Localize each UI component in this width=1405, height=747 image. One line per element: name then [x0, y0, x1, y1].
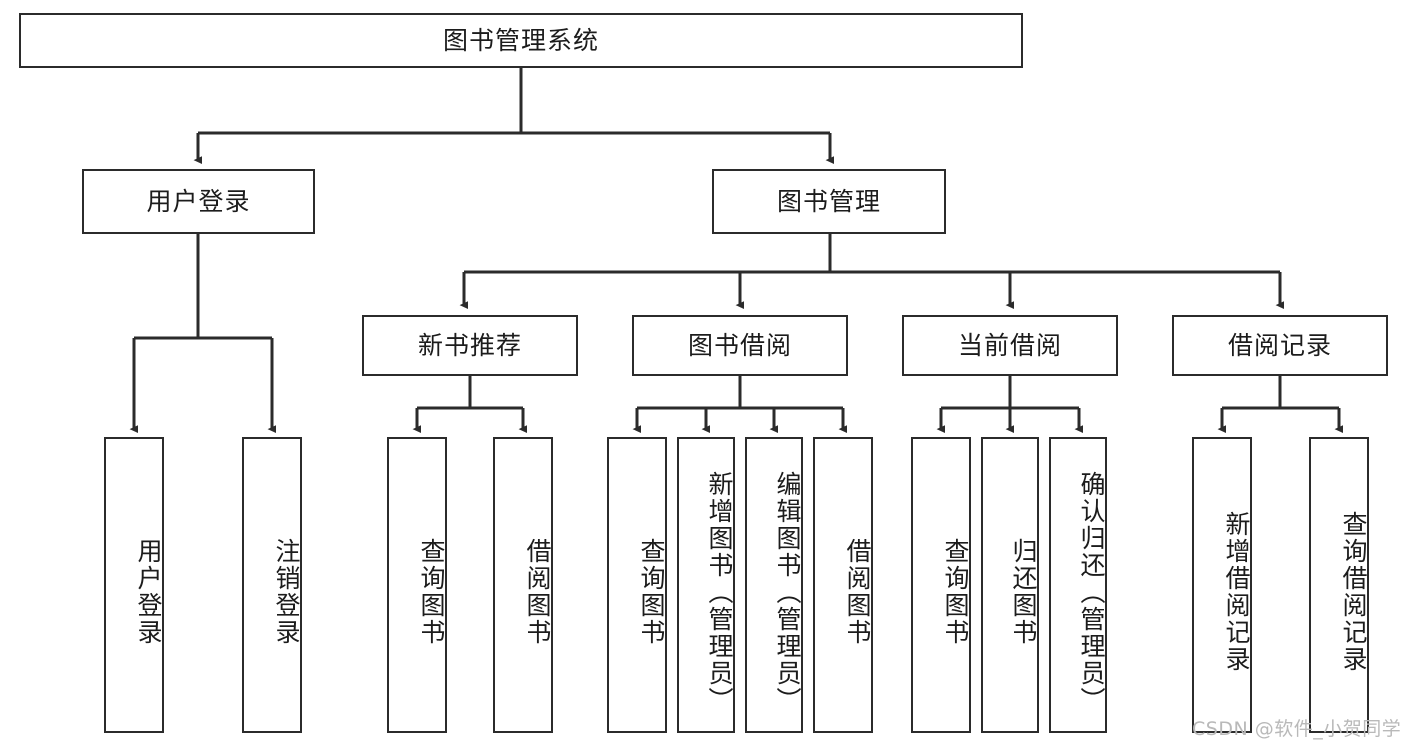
node-leaf-query-book-1-label: 查询图书 [417, 538, 446, 646]
node-leaf-edit-book-label: 编辑图书（管理员） [773, 470, 802, 714]
node-book-borrow-label: 图书借阅 [687, 330, 792, 360]
node-leaf-borrow-book-2[interactable]: 借阅图书 [813, 437, 873, 733]
node-leaf-user-login-label: 用户登录 [134, 538, 163, 646]
node-leaf-confirm-return-label: 确认归还（管理员） [1077, 470, 1106, 714]
csdn-watermark: CSDN @软件_小贺同学 [1192, 718, 1402, 740]
node-leaf-query-book-2[interactable]: 查询图书 [607, 437, 667, 733]
node-leaf-edit-book[interactable]: 编辑图书（管理员） [745, 437, 803, 733]
node-user-login[interactable]: 用户登录 [82, 169, 315, 234]
node-book-manage[interactable]: 图书管理 [712, 169, 946, 234]
node-borrow-record-label: 借阅记录 [1227, 330, 1332, 360]
node-leaf-return-book-label: 归还图书 [1009, 538, 1038, 646]
node-leaf-borrow-book-1-label: 借阅图书 [523, 538, 552, 646]
node-leaf-add-book-label: 新增图书（管理员） [705, 470, 734, 714]
node-leaf-query-book-1[interactable]: 查询图书 [387, 437, 447, 733]
node-root[interactable]: 图书管理系统 [19, 13, 1023, 68]
node-leaf-borrow-book-2-label: 借阅图书 [843, 538, 872, 646]
node-leaf-add-book[interactable]: 新增图书（管理员） [677, 437, 735, 733]
node-leaf-add-record-label: 新增借阅记录 [1222, 511, 1251, 673]
node-leaf-user-logout[interactable]: 注销登录 [242, 437, 302, 733]
node-leaf-query-book-2-label: 查询图书 [637, 538, 666, 646]
node-leaf-query-book-3-label: 查询图书 [941, 538, 970, 646]
node-book-borrow[interactable]: 图书借阅 [632, 315, 848, 376]
node-book-manage-label: 图书管理 [776, 186, 881, 216]
node-leaf-borrow-book-1[interactable]: 借阅图书 [493, 437, 553, 733]
node-leaf-add-record[interactable]: 新增借阅记录 [1192, 437, 1252, 733]
node-leaf-confirm-return[interactable]: 确认归还（管理员） [1049, 437, 1107, 733]
node-current-borrow-label: 当前借阅 [957, 330, 1062, 360]
node-leaf-query-record[interactable]: 查询借阅记录 [1309, 437, 1369, 733]
node-new-book-rec[interactable]: 新书推荐 [362, 315, 578, 376]
node-user-login-label: 用户登录 [146, 186, 251, 216]
node-current-borrow[interactable]: 当前借阅 [902, 315, 1118, 376]
node-leaf-user-login[interactable]: 用户登录 [104, 437, 164, 733]
node-leaf-return-book[interactable]: 归还图书 [981, 437, 1039, 733]
node-new-book-rec-label: 新书推荐 [417, 330, 522, 360]
node-leaf-user-logout-label: 注销登录 [272, 538, 301, 646]
node-leaf-query-book-3[interactable]: 查询图书 [911, 437, 971, 733]
node-borrow-record[interactable]: 借阅记录 [1172, 315, 1388, 376]
node-leaf-query-record-label: 查询借阅记录 [1339, 511, 1368, 673]
node-root-label: 图书管理系统 [442, 25, 599, 55]
